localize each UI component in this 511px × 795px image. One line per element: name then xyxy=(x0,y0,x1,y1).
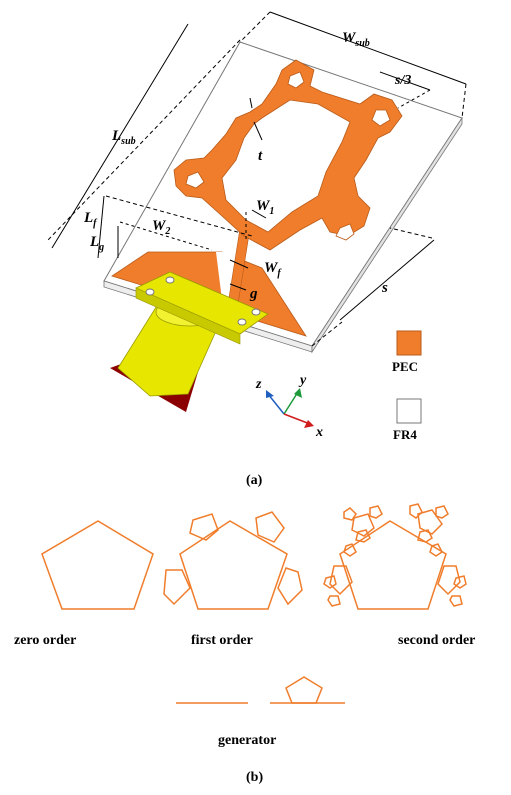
axis-z-arrow xyxy=(266,390,274,398)
axis-x-line xyxy=(283,413,311,425)
dim-lf-label: Lf xyxy=(83,210,98,229)
dim-w2-label: W2 xyxy=(152,218,170,237)
panel-a-label: (a) xyxy=(246,473,263,488)
label-first-order: first order xyxy=(191,633,253,648)
second-order-shape xyxy=(323,503,467,610)
flange-hole-2 xyxy=(165,276,175,284)
axis-y-label: y xyxy=(298,373,307,388)
axis-y-line xyxy=(283,391,299,415)
panel-b-label: (b) xyxy=(246,770,263,785)
label-generator: generator xyxy=(218,733,276,748)
panel-a: Wsub Lsub s/3 t W1 W2 Lf Lg Wf g s z y x… xyxy=(47,11,467,488)
pec-hole-4 xyxy=(335,223,355,241)
label-second-order: second order xyxy=(398,633,475,648)
dim-wf-label: Wf xyxy=(264,260,282,279)
dim-s3-label: s/3 xyxy=(394,73,411,88)
pec-fractal-inner xyxy=(221,99,351,233)
axis-x-label: x xyxy=(315,425,323,440)
legend-swatch-pec xyxy=(396,330,422,356)
dim-lsub-label: Lsub xyxy=(111,128,136,147)
zero-order-pentagon xyxy=(41,520,154,610)
coordinate-axes: z y x xyxy=(255,373,323,440)
pec-hole-2 xyxy=(371,109,391,127)
flange-hole-1 xyxy=(145,288,155,296)
connector-flange-side xyxy=(135,287,241,345)
legend-label-fr4: FR4 xyxy=(393,427,417,442)
dim-t-label: t xyxy=(258,148,263,164)
axis-y-arrow xyxy=(294,388,302,398)
pec-hole-3 xyxy=(185,171,205,189)
dim-wsub-label: Wsub xyxy=(342,30,370,49)
connector-body xyxy=(117,303,221,397)
pec-hole-1 xyxy=(287,71,305,89)
axis-z-line xyxy=(267,393,285,415)
fr4-substrate-edge xyxy=(311,116,463,354)
axis-x-arrow xyxy=(304,420,314,428)
label-zero-order: zero order xyxy=(14,633,76,648)
dim-s-label: s xyxy=(381,280,388,296)
dim-w1-label: W1 xyxy=(256,198,274,217)
panel-b-labels: zero order first order second order gene… xyxy=(14,633,475,785)
legend-swatch-fr4 xyxy=(396,398,422,424)
flange-hole-3 xyxy=(237,318,247,326)
first-order-shape xyxy=(163,511,303,610)
legend: PEC FR4 xyxy=(392,330,422,442)
dim-g-label: g xyxy=(249,286,258,302)
flange-hole-4 xyxy=(251,308,261,316)
axis-z-label: z xyxy=(255,377,262,392)
generator-pentagon xyxy=(285,676,323,704)
dimension-lines xyxy=(47,11,467,347)
legend-label-pec: PEC xyxy=(392,359,418,374)
panel-b xyxy=(41,503,467,704)
dim-lg-label: Lg xyxy=(89,234,104,253)
